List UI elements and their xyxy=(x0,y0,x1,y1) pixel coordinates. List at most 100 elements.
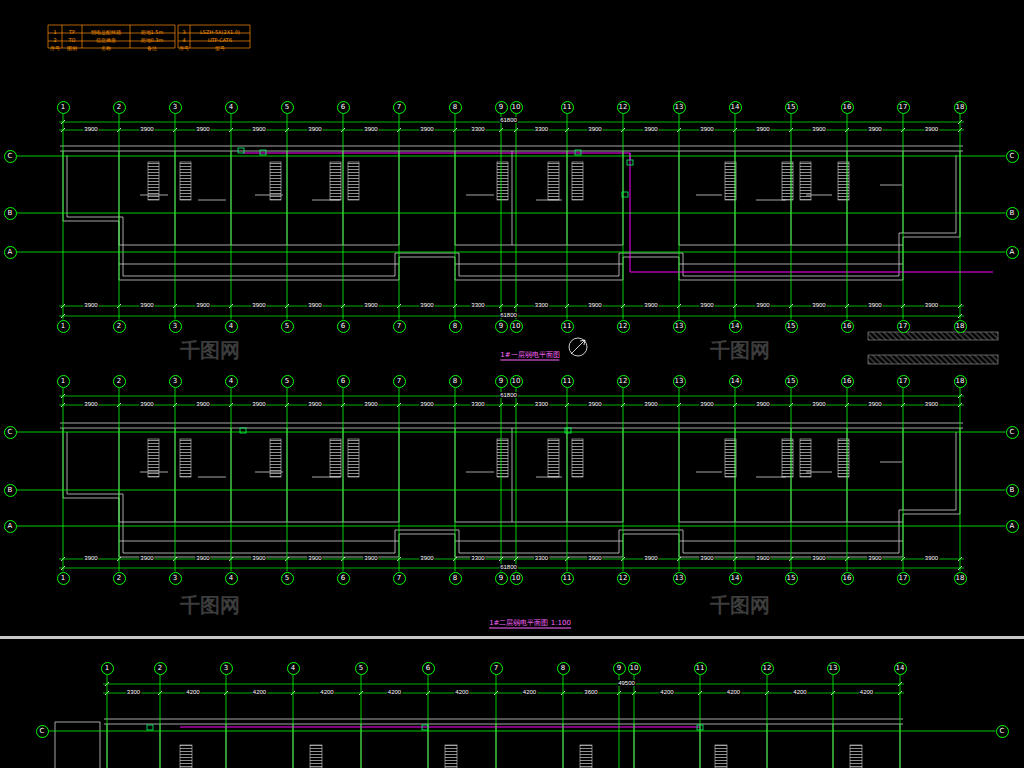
grid-axis-line xyxy=(343,114,344,320)
dimension-text: 3900 xyxy=(419,555,434,561)
axis-number: 9 xyxy=(499,575,503,582)
table-cell: TP xyxy=(69,21,75,37)
axis-bubble: C xyxy=(36,725,49,738)
grid-axis-line xyxy=(735,114,736,320)
axis-bubble: 10 xyxy=(628,662,641,675)
dimension-text: 3900 xyxy=(251,294,266,310)
dimension-text: 3900 xyxy=(307,393,322,409)
dimension-text: 3900 xyxy=(83,126,98,132)
legend-table-grid xyxy=(48,25,250,48)
grid-axis-line xyxy=(501,114,502,320)
total-dimension: 61800 xyxy=(499,304,518,320)
axis-bubble: 12 xyxy=(617,375,630,388)
axis-number: 8 xyxy=(453,104,457,111)
dimension-text: 4200 xyxy=(252,689,267,695)
axis-bubble: 13 xyxy=(673,101,686,114)
axis-number: 14 xyxy=(731,323,740,330)
axis-number: 13 xyxy=(675,104,684,111)
corridor-wall xyxy=(119,245,903,264)
dimension-text: 3900 xyxy=(699,294,714,310)
table-cell: 弱电总配线箱 xyxy=(91,30,121,35)
watermark: 千图网 xyxy=(710,340,770,360)
hatch-sample xyxy=(868,332,998,340)
wiring xyxy=(180,153,993,727)
dimension-text: 3900 xyxy=(867,294,882,310)
axis-bubble: B xyxy=(4,207,17,220)
table-cell: 信息插座 xyxy=(96,29,116,45)
dimension-text: 3900 xyxy=(363,401,378,407)
axis-bubble: 14 xyxy=(729,375,742,388)
axis-number: 5 xyxy=(285,575,289,582)
dimension-text: 3900 xyxy=(867,555,882,561)
dimension-text: 3300 xyxy=(470,401,485,407)
axis-bubble: 17 xyxy=(897,375,910,388)
table-cell: TO xyxy=(69,38,76,43)
axis-number: 8 xyxy=(453,575,457,582)
axis-number: 7 xyxy=(397,378,401,385)
dimension-text: 4200 xyxy=(522,689,537,695)
axis-number: 4 xyxy=(229,323,233,330)
dimension-text: 4200 xyxy=(252,681,267,697)
cable-run xyxy=(180,727,700,728)
dimension-text: 3900 xyxy=(419,126,434,132)
dimension-text: 4200 xyxy=(185,689,200,695)
grid-axis-line xyxy=(17,490,1006,491)
outer-wall xyxy=(104,719,903,768)
dimension-text: 3900 xyxy=(307,294,322,310)
dimension-text: 3900 xyxy=(924,118,939,134)
axis-number: 11 xyxy=(563,575,572,582)
dimension-text: 3900 xyxy=(419,547,434,563)
axis-bubble: 14 xyxy=(729,572,742,585)
grid-axis-line xyxy=(399,388,400,572)
axis-number: 18 xyxy=(956,323,965,330)
axis-number: 7 xyxy=(397,104,401,111)
axis-number: 11 xyxy=(563,378,572,385)
axis-bubble: 11 xyxy=(561,375,574,388)
dimension-text: 3900 xyxy=(924,401,939,407)
dimension-text: 3900 xyxy=(419,401,434,407)
axis-number: 3 xyxy=(173,104,177,111)
wall-lines xyxy=(55,719,903,768)
dimension-text: 3300 xyxy=(126,689,141,695)
axis-number: 10 xyxy=(512,323,521,330)
table-lines xyxy=(48,25,175,48)
dimension-text: 3900 xyxy=(587,302,602,308)
dimension-text: 3900 xyxy=(587,401,602,407)
stair xyxy=(497,162,508,200)
axis-bubble: 1 xyxy=(57,320,70,333)
dimension-text: 3900 xyxy=(867,393,882,409)
cable-run xyxy=(243,153,993,272)
dimension-text: 3900 xyxy=(363,126,378,132)
dimension-text: 3300 xyxy=(534,294,549,310)
grid-axis-line xyxy=(903,388,904,572)
outer-wall xyxy=(55,722,100,768)
axis-bubble: 16 xyxy=(841,375,854,388)
axis-number: 6 xyxy=(341,323,345,330)
axis-number: 4 xyxy=(229,575,233,582)
dimension-text: 3900 xyxy=(587,294,602,310)
outlet xyxy=(147,725,153,730)
axis-number: 3 xyxy=(173,378,177,385)
axis-number: 4 xyxy=(229,104,233,111)
dimension-text: 4200 xyxy=(659,689,674,695)
dimension-text: 3900 xyxy=(251,393,266,409)
axis-bubble: 3 xyxy=(220,662,233,675)
axis-number: 17 xyxy=(899,104,908,111)
dimension-text: 3900 xyxy=(755,118,770,134)
axis-number: 12 xyxy=(619,323,628,330)
dimension-text: 3900 xyxy=(587,547,602,563)
axis-line xyxy=(833,675,834,768)
axis-number: 12 xyxy=(619,104,628,111)
axis-bubble: 9 xyxy=(495,572,508,585)
axis-bubble: 17 xyxy=(897,101,910,114)
north-arrow xyxy=(569,338,587,356)
dimension-text: 4200 xyxy=(454,689,469,695)
dimension-text: 3300 xyxy=(126,681,141,697)
table-cell: 名称 xyxy=(101,46,111,51)
dimension-text: 3900 xyxy=(307,401,322,407)
grid-axis-line xyxy=(399,114,400,320)
axis-bubble: A xyxy=(4,246,17,259)
stair xyxy=(270,162,281,200)
dimension-text: 3900 xyxy=(755,302,770,308)
axis-number: 9 xyxy=(617,665,621,672)
